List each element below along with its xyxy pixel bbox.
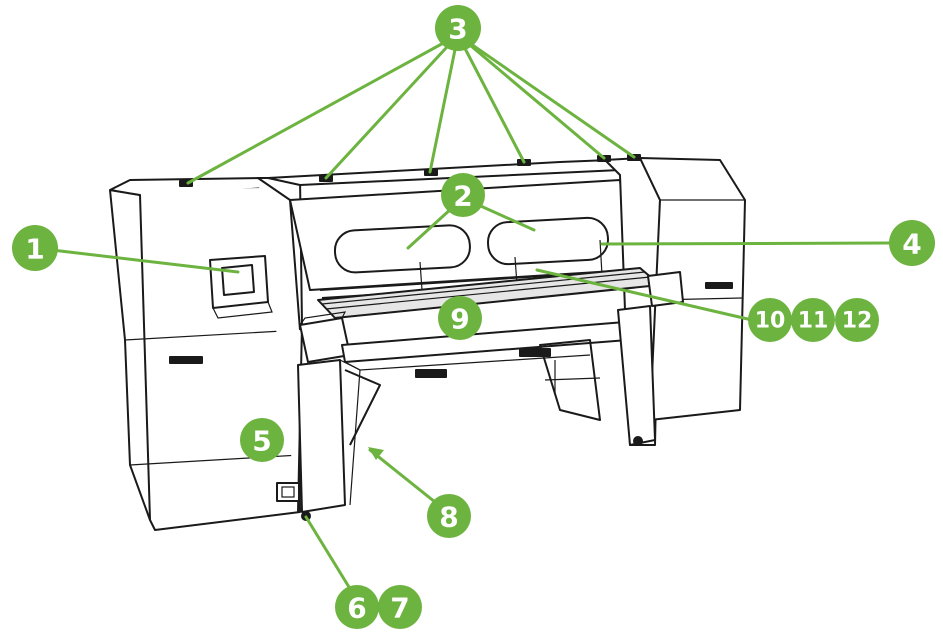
- callout-3: 3: [435, 5, 481, 51]
- svg-text:4: 4: [902, 228, 921, 261]
- callout-11: 11: [791, 298, 835, 342]
- svg-text:11: 11: [798, 309, 829, 334]
- printer-body: [109, 154, 746, 531]
- svg-text:7: 7: [390, 592, 409, 625]
- svg-text:8: 8: [439, 501, 458, 534]
- callout-7: 7: [378, 585, 422, 629]
- callouts: 1 2 3 4 5 6 7 8: [12, 5, 935, 629]
- callout-4: 4: [889, 220, 935, 266]
- svg-text:12: 12: [842, 309, 873, 334]
- svg-text:9: 9: [450, 303, 469, 336]
- svg-text:10: 10: [755, 309, 786, 334]
- callout-8: 8: [427, 494, 471, 538]
- cover-windows: [333, 216, 609, 274]
- callout-10: 10: [748, 298, 792, 342]
- svg-text:1: 1: [25, 233, 44, 266]
- callout-6: 6: [335, 585, 379, 629]
- callout-9: 9: [438, 296, 482, 340]
- callout-1: 1: [12, 225, 58, 271]
- callout-2: 2: [441, 173, 485, 217]
- svg-text:3: 3: [448, 13, 467, 46]
- svg-text:5: 5: [252, 425, 271, 458]
- svg-text:2: 2: [453, 180, 472, 213]
- svg-text:6: 6: [347, 592, 366, 625]
- callout-5: 5: [240, 418, 284, 462]
- callout-12: 12: [835, 298, 879, 342]
